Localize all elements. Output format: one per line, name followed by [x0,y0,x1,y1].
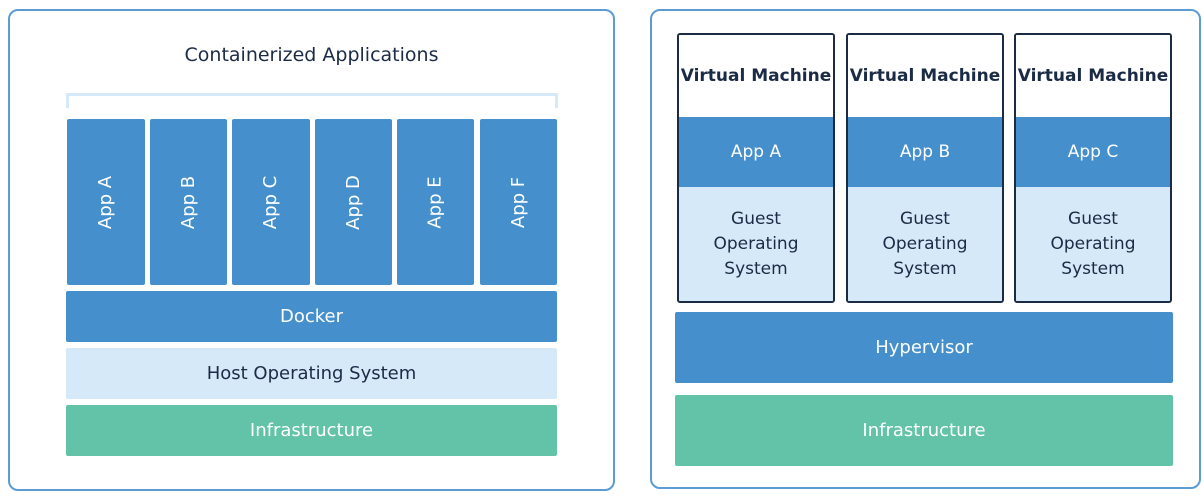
container-app-b: App B [150,119,227,285]
guest-os: Guest Operating System [848,187,1002,301]
vm-title: Virtual Machine [679,35,833,117]
container-app-c: App C [232,119,310,285]
vm-app: App C [1016,117,1170,187]
apps-bracket [66,93,558,108]
container-infrastructure-layer: Infrastructure [66,405,557,456]
containers-title: Containerized Applications [184,44,439,66]
vm-app: App B [848,117,1002,187]
container-app-e: App E [397,119,474,285]
vm-panel [650,9,1201,489]
vm-infrastructure-layer: Infrastructure [675,395,1173,466]
guest-os: Guest Operating System [1016,187,1170,301]
virtual-machine-3: Virtual Machine App C Guest Operating Sy… [1014,33,1172,303]
container-app-d: App D [315,119,392,285]
containers-panel [8,9,615,491]
guest-os: Guest Operating System [679,187,833,301]
host-os-layer: Host Operating System [66,348,557,399]
virtual-machine-1: Virtual Machine App A Guest Operating Sy… [677,33,835,303]
vm-title: Virtual Machine [1016,35,1170,117]
container-app-f: App F [480,119,557,285]
docker-layer: Docker [66,291,557,342]
hypervisor-layer: Hypervisor [675,312,1173,383]
vm-title: Virtual Machine [848,35,1002,117]
virtual-machine-2: Virtual Machine App B Guest Operating Sy… [846,33,1004,303]
vm-app: App A [679,117,833,187]
container-app-a: App A [67,119,145,285]
